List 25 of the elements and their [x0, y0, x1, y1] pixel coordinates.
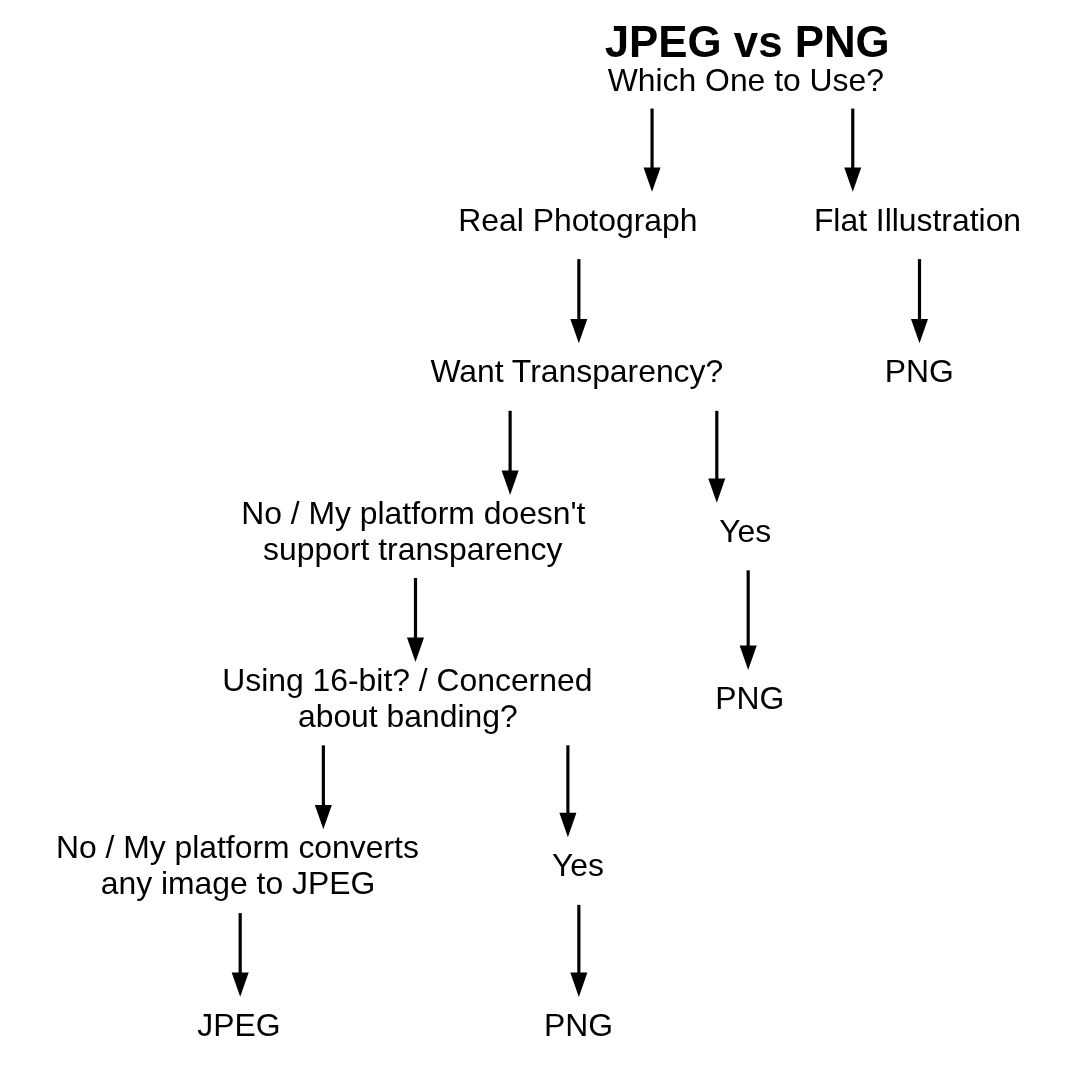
arrow — [707, 410, 725, 503]
arrow — [843, 108, 861, 192]
node-text: PNG — [714, 679, 784, 716]
arrow — [910, 259, 928, 344]
node-text: No / My platform converts any image to JPEG — [55, 829, 419, 902]
arrow — [643, 108, 661, 192]
node-text: JPEG vs PNG Which One to Use? — [604, 17, 890, 99]
arrow — [501, 410, 519, 495]
node-text: PNG — [543, 1006, 613, 1043]
node-text: Yes — [551, 847, 604, 884]
arrow — [569, 259, 587, 344]
arrow — [406, 578, 424, 662]
node-text: Yes — [718, 512, 771, 549]
node-text: No / My platform doesn't support transparency — [240, 494, 585, 567]
arrow — [231, 913, 249, 997]
node-text: Flat Illustration — [813, 201, 1021, 238]
arrow — [569, 904, 587, 997]
arrow — [739, 570, 757, 670]
node-text: JPEG — [196, 1006, 281, 1043]
node-text: PNG — [884, 353, 954, 390]
arrow — [558, 745, 576, 838]
node-text: Using 16-bit? / Concerned about banding? — [221, 662, 592, 734]
node-text: Want Transparency? — [429, 353, 723, 390]
arrow — [314, 745, 332, 830]
node-text: Real Photograph — [457, 201, 697, 238]
